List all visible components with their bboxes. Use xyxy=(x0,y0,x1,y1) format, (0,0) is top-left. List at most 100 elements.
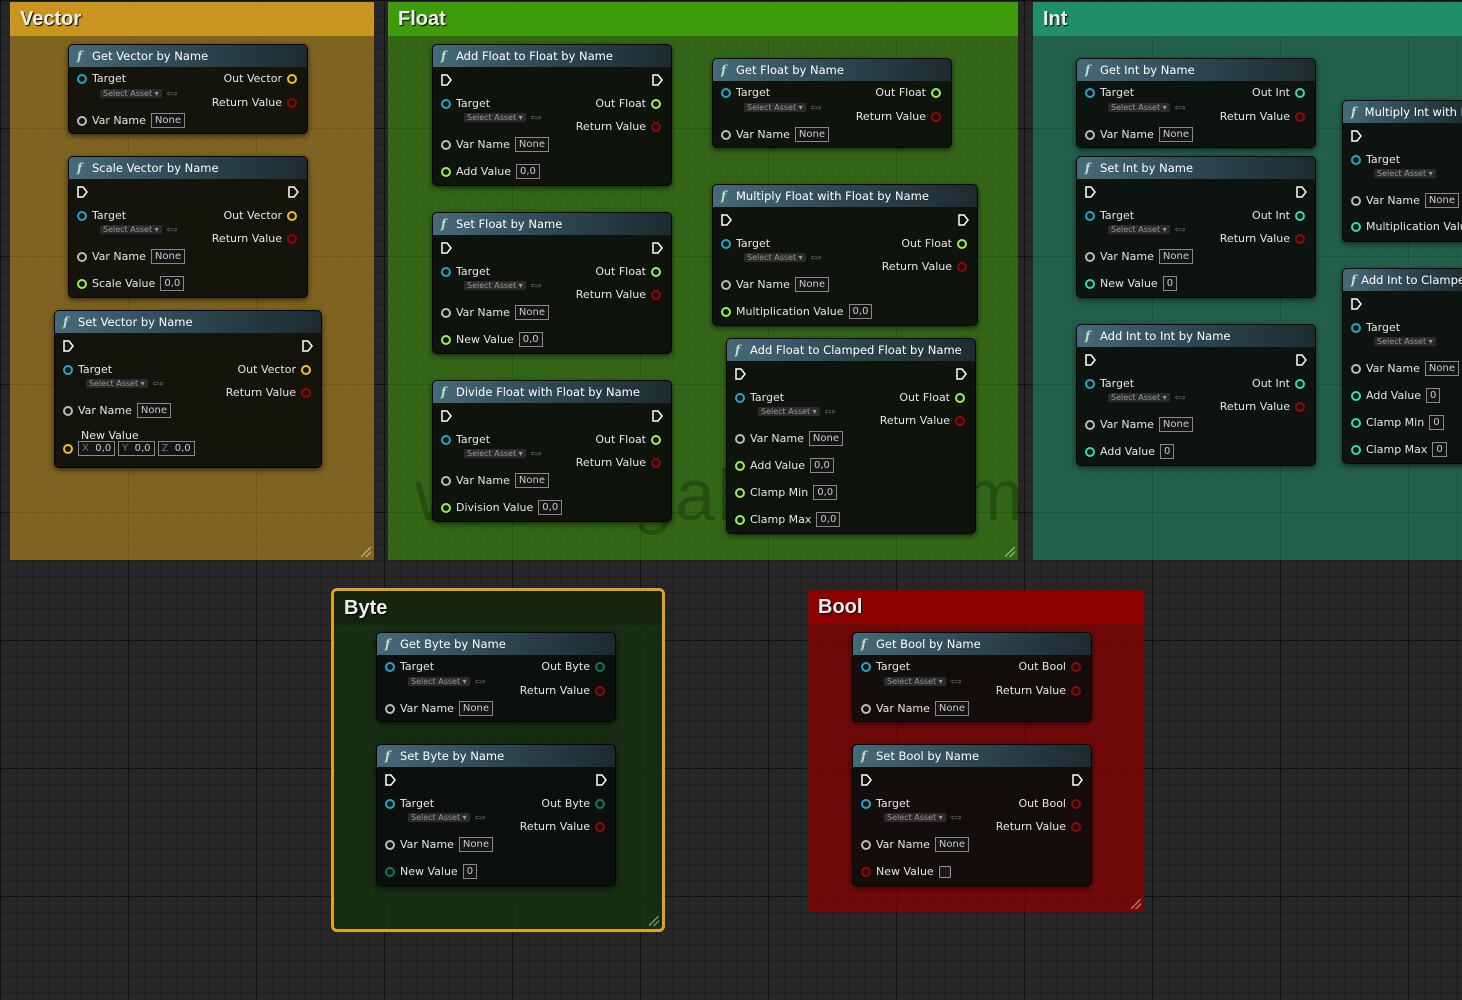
target-pin[interactable]: Target xyxy=(1351,153,1400,167)
object-pin-icon[interactable] xyxy=(1351,155,1361,165)
name-pin-icon[interactable] xyxy=(441,139,451,150)
name-pin-icon[interactable] xyxy=(1351,195,1361,206)
add-value-field[interactable]: 0,0 xyxy=(810,458,834,473)
target-pin[interactable]: Target xyxy=(77,72,126,86)
bool-pin-icon[interactable] xyxy=(1071,799,1081,809)
byte-pin-icon[interactable] xyxy=(595,799,605,809)
return-pin[interactable]: Return Value xyxy=(856,110,941,124)
exec-out-icon[interactable] xyxy=(302,340,313,352)
float-pin-icon[interactable] xyxy=(77,278,87,289)
int-pin-icon[interactable] xyxy=(1351,444,1361,455)
target-pin[interactable]: Target xyxy=(385,797,434,811)
exec-in-icon[interactable] xyxy=(441,242,452,254)
exec-in-icon[interactable] xyxy=(441,74,452,86)
exec-out-icon[interactable] xyxy=(1072,774,1083,786)
select-asset-dropdown[interactable]: Select Asset ▾ xyxy=(743,252,807,263)
return-pin[interactable]: Return Value xyxy=(880,414,965,428)
object-pin-icon[interactable] xyxy=(77,74,87,84)
select-asset-dropdown[interactable]: Select Asset ▾ xyxy=(757,406,821,417)
exec-out-icon[interactable] xyxy=(1296,354,1307,366)
exec-out-icon[interactable] xyxy=(652,410,663,422)
float-pin-icon[interactable] xyxy=(957,239,967,249)
select-asset-dropdown[interactable]: Select Asset ▾ xyxy=(463,448,527,459)
out-pin[interactable]: Out Byte xyxy=(541,660,605,674)
exec-out-icon[interactable] xyxy=(596,774,607,786)
name-pin-icon[interactable] xyxy=(861,703,871,714)
float-pin-icon[interactable] xyxy=(955,393,965,403)
object-pin-icon[interactable] xyxy=(63,365,73,375)
select-asset-dropdown[interactable]: Select Asset ▾ xyxy=(85,378,149,389)
exec-in-icon[interactable] xyxy=(861,774,872,786)
exec-in-icon[interactable] xyxy=(1351,130,1362,142)
out-pin[interactable]: Out Int xyxy=(1252,377,1305,391)
name-pin-icon[interactable] xyxy=(735,433,745,444)
var-name-field[interactable]: None xyxy=(1158,249,1193,264)
object-pin-icon[interactable] xyxy=(1085,88,1095,98)
bool-pin-icon[interactable] xyxy=(651,290,661,300)
return-pin[interactable]: Return Value xyxy=(212,232,297,246)
name-pin-icon[interactable] xyxy=(77,115,87,126)
browse-icon[interactable]: ⇦⌕ xyxy=(474,676,486,686)
out-pin[interactable]: Out Float xyxy=(899,391,965,405)
name-pin-icon[interactable] xyxy=(63,405,73,416)
select-asset[interactable]: Select Asset ▾⇦⌕ xyxy=(463,448,542,459)
exec-out-icon[interactable] xyxy=(652,242,663,254)
name-pin-icon[interactable] xyxy=(1351,363,1361,374)
name-pin-icon[interactable] xyxy=(861,839,871,850)
browse-icon[interactable]: ⇦⌕ xyxy=(152,378,164,388)
exec-out-icon[interactable] xyxy=(288,186,299,198)
new-value-field[interactable]: 0 xyxy=(1162,276,1178,291)
byte-pin-icon[interactable] xyxy=(385,866,395,877)
clamp-min-field[interactable]: 0 xyxy=(1429,415,1444,430)
new-value-field[interactable]: 0 xyxy=(462,864,478,879)
exec-in-icon[interactable] xyxy=(721,214,732,226)
select-asset-dropdown[interactable]: Select Asset ▾ xyxy=(1373,336,1437,347)
var-name-field[interactable]: None xyxy=(150,249,185,264)
clamp-max-field[interactable]: 0 xyxy=(1432,442,1447,457)
new-value-checkbox[interactable] xyxy=(938,866,951,878)
multiplication-value-pin[interactable]: Multiplication Valu xyxy=(1351,220,1462,234)
target-pin[interactable]: Target xyxy=(1085,209,1134,223)
exec-in-icon[interactable] xyxy=(441,410,452,422)
browse-icon[interactable]: ⇦⌕ xyxy=(530,112,542,122)
return-pin[interactable]: Return Value xyxy=(1220,110,1305,124)
select-asset[interactable]: Select Asset ▾⇦⌕ xyxy=(463,280,542,291)
select-asset-dropdown[interactable]: Select Asset ▾ xyxy=(463,112,527,123)
name-pin-icon[interactable] xyxy=(721,279,731,290)
bool-pin-icon[interactable] xyxy=(1295,402,1305,412)
exec-in-icon[interactable] xyxy=(735,368,746,380)
bool-pin-icon[interactable] xyxy=(861,867,871,877)
return-pin[interactable]: Return Value xyxy=(1220,232,1305,246)
byte-pin-icon[interactable] xyxy=(595,662,605,672)
vector-pin-icon[interactable] xyxy=(301,365,311,375)
bool-pin-icon[interactable] xyxy=(287,98,297,108)
object-pin-icon[interactable] xyxy=(77,211,87,221)
select-asset[interactable]: Select Asset ▾⇦⌕ xyxy=(99,224,178,235)
object-pin-icon[interactable] xyxy=(721,88,731,98)
name-pin-icon[interactable] xyxy=(385,839,395,850)
